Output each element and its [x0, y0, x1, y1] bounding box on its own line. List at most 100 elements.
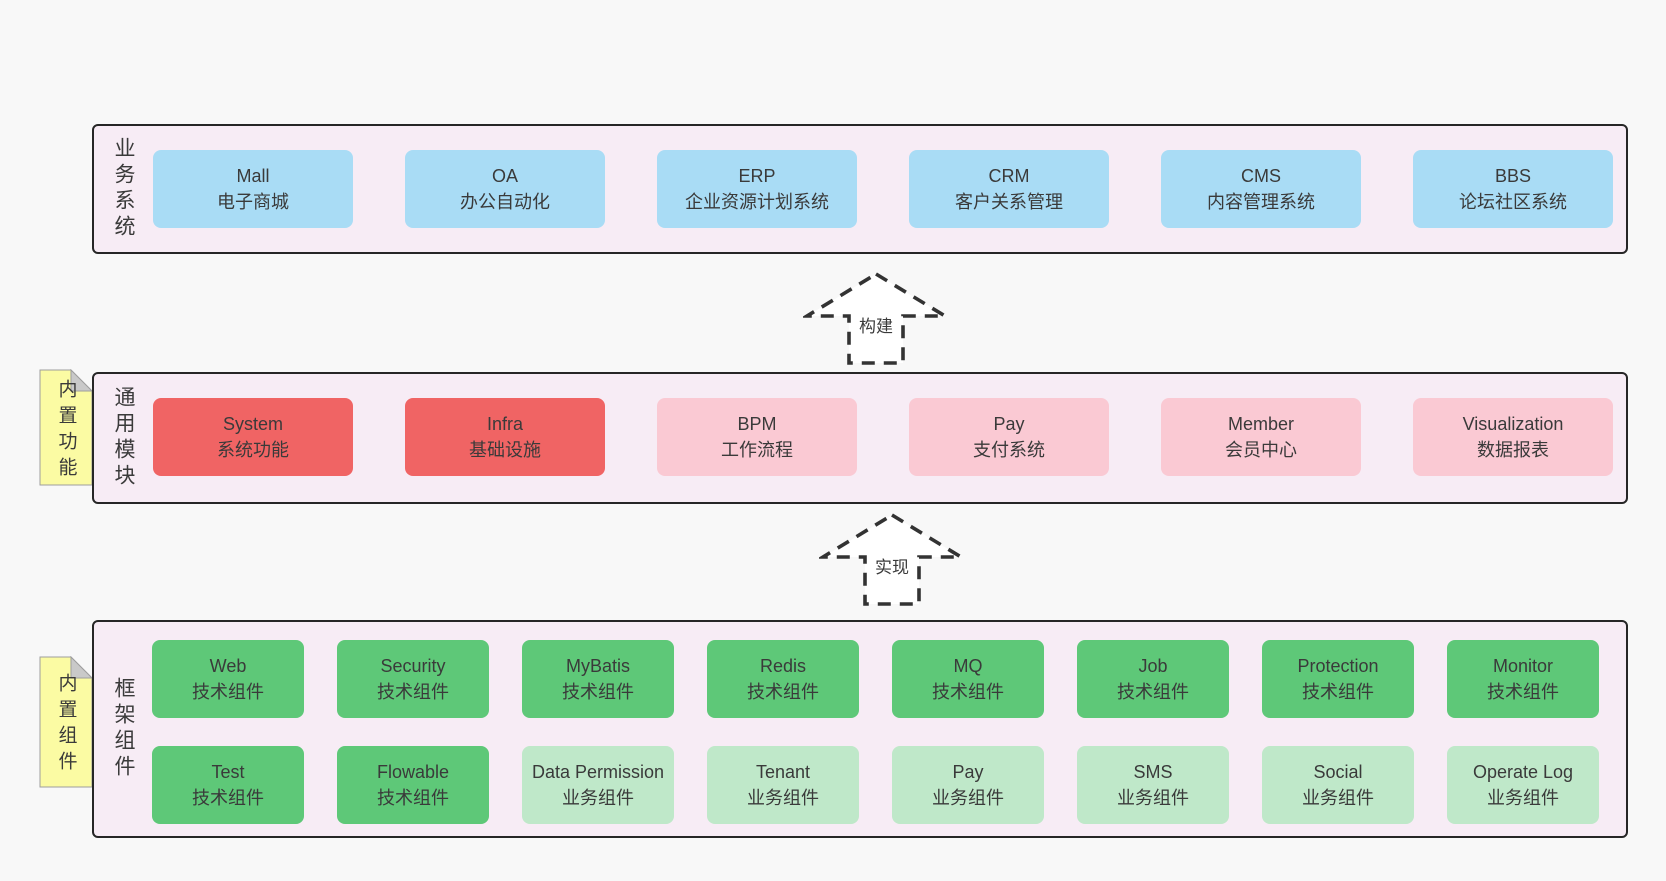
box-title: ERP: [738, 166, 776, 186]
box-title: Visualization: [1462, 414, 1564, 434]
component-box: Operate Log 业务组件: [1447, 746, 1599, 824]
sticky-note-builtin-components: 内置组件: [39, 656, 93, 788]
box-title: Job: [1138, 656, 1168, 676]
box-title: Protection: [1297, 656, 1379, 676]
box-subtitle: 工作流程: [721, 440, 793, 460]
box-subtitle: 技术组件: [1487, 682, 1559, 702]
component-box: Monitor 技术组件: [1447, 640, 1599, 718]
box-title: Tenant: [755, 762, 811, 782]
system-box: ERP 企业资源计划系统: [657, 150, 857, 228]
box-subtitle: 会员中心: [1225, 440, 1297, 460]
box-subtitle: 技术组件: [192, 788, 264, 808]
box-title: Member: [1227, 414, 1294, 434]
module-box: Infra 基础设施: [405, 398, 605, 476]
arrow-label: 构建: [855, 311, 897, 338]
box-subtitle: 业务组件: [747, 788, 819, 808]
box-title: Social: [1313, 762, 1363, 782]
box-subtitle: 企业资源计划系统: [685, 192, 829, 212]
box-title: Test: [211, 762, 245, 782]
box-title: BBS: [1494, 166, 1532, 186]
component-box: Redis 技术组件: [707, 640, 859, 718]
layer-title: 通用模块: [112, 386, 135, 490]
sticky-note-builtin-features: 内置功能: [39, 369, 93, 486]
box-subtitle: 内容管理系统: [1207, 192, 1315, 212]
sticky-note-icon: [39, 656, 93, 788]
component-box: Social 业务组件: [1262, 746, 1414, 824]
box-subtitle: 客户关系管理: [955, 192, 1063, 212]
box-subtitle: 电子商城: [217, 192, 289, 212]
box-title: Data Permission: [531, 762, 665, 782]
box-subtitle: 论坛社区系统: [1459, 192, 1567, 212]
box-subtitle: 技术组件: [1302, 682, 1374, 702]
box-subtitle: 数据报表: [1477, 440, 1549, 460]
component-box: Flowable 技术组件: [337, 746, 489, 824]
box-title: BPM: [737, 414, 777, 434]
component-box: MyBatis 技术组件: [522, 640, 674, 718]
arrow-label: 实现: [871, 552, 913, 579]
note-text: 内置组件: [55, 673, 77, 777]
layer-title: 框架组件: [112, 677, 135, 781]
box-subtitle: 技术组件: [932, 682, 1004, 702]
layer-title: 业务系统: [112, 137, 135, 241]
box-subtitle: 技术组件: [377, 788, 449, 808]
box-title: Flowable: [376, 762, 450, 782]
component-box: Data Permission 业务组件: [522, 746, 674, 824]
folded-corner-icon: [70, 369, 93, 392]
box-title: Mall: [236, 166, 270, 186]
box-title: Operate Log: [1472, 762, 1574, 782]
component-box: Pay 业务组件: [892, 746, 1044, 824]
component-box: Job 技术组件: [1077, 640, 1229, 718]
box-title: Pay: [952, 762, 984, 782]
box-title: Monitor: [1492, 656, 1554, 676]
module-box: Visualization 数据报表: [1413, 398, 1613, 476]
box-title: CRM: [988, 166, 1030, 186]
box-subtitle: 业务组件: [1117, 788, 1189, 808]
component-box: Tenant 业务组件: [707, 746, 859, 824]
box-subtitle: 业务组件: [1302, 788, 1374, 808]
box-title: Pay: [993, 414, 1025, 434]
box-subtitle: 基础设施: [469, 440, 541, 460]
box-title: System: [222, 414, 283, 434]
box-title: Web: [209, 656, 247, 676]
box-subtitle: 技术组件: [747, 682, 819, 702]
component-box: MQ 技术组件: [892, 640, 1044, 718]
system-box: Mall 电子商城: [153, 150, 353, 228]
box-subtitle: 技术组件: [1117, 682, 1189, 702]
box-title: Infra: [486, 414, 524, 434]
box-subtitle: 业务组件: [1487, 788, 1559, 808]
module-box: Member 会员中心: [1161, 398, 1361, 476]
system-box: CRM 客户关系管理: [909, 150, 1109, 228]
box-title: MQ: [953, 656, 983, 676]
component-box: Web 技术组件: [152, 640, 304, 718]
box-title: CMS: [1241, 166, 1281, 186]
component-box: Protection 技术组件: [1262, 640, 1414, 718]
box-title: MyBatis: [565, 656, 630, 676]
system-box: CMS 内容管理系统: [1161, 150, 1361, 228]
build-arrow: 构建: [803, 271, 949, 366]
component-box: SMS 业务组件: [1077, 746, 1229, 824]
box-title: Redis: [759, 656, 807, 676]
box-subtitle: 技术组件: [192, 682, 264, 702]
box-subtitle: 办公自动化: [460, 192, 550, 212]
box-subtitle: 业务组件: [562, 788, 634, 808]
box-subtitle: 技术组件: [562, 682, 634, 702]
component-box: Test 技术组件: [152, 746, 304, 824]
box-subtitle: 业务组件: [932, 788, 1004, 808]
box-subtitle: 技术组件: [377, 682, 449, 702]
note-text: 内置功能: [55, 378, 77, 483]
implement-arrow: 实现: [819, 512, 965, 607]
module-box: BPM 工作流程: [657, 398, 857, 476]
box-title: SMS: [1133, 762, 1173, 782]
